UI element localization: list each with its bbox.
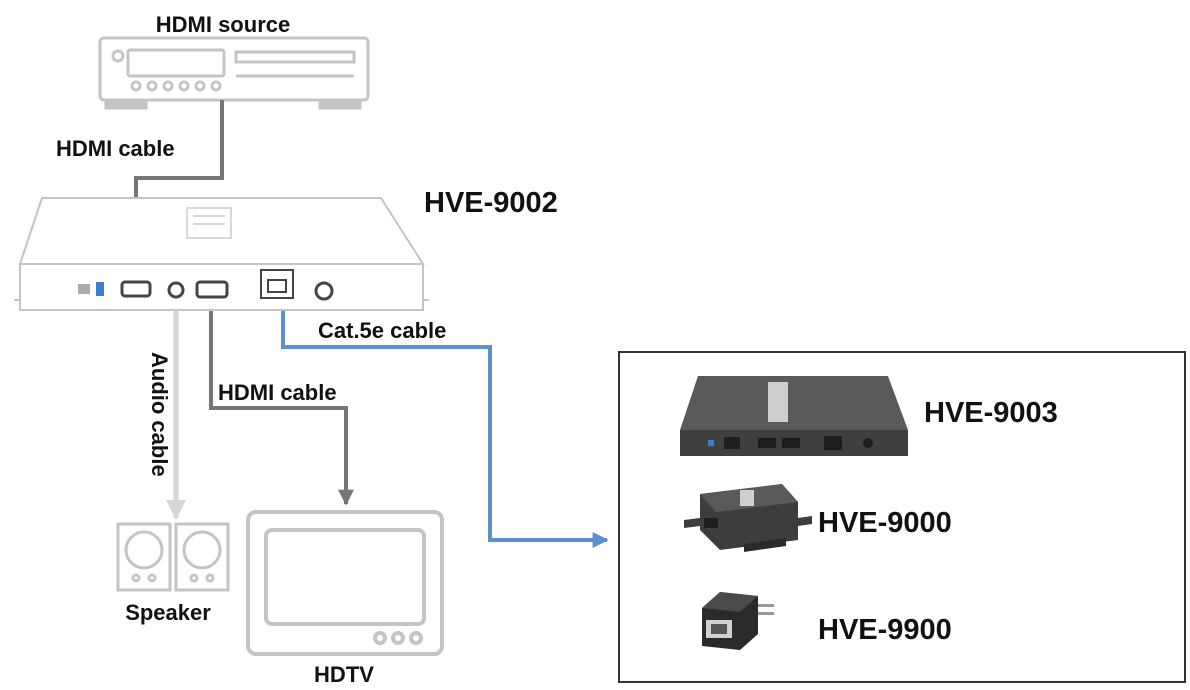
hve-9003-device-icon	[680, 376, 908, 456]
hve-9002-label: HVE-9002	[424, 187, 558, 219]
hve-9000-device-icon	[684, 484, 812, 552]
hdmi-source-device-icon	[98, 36, 370, 110]
hve-9002-device-icon	[14, 197, 429, 311]
receiver-label-hve-9003: HVE-9003	[924, 397, 1058, 429]
receiver-label-hve-9900: HVE-9900	[818, 614, 952, 646]
speaker-icon	[116, 522, 230, 592]
hdmi-cable-bottom-label: HDMI cable	[218, 380, 337, 405]
hdtv-icon	[246, 510, 444, 656]
hdmi-cable-bottom-line	[209, 304, 354, 506]
hdmi-cable-top-label: HDMI cable	[56, 136, 175, 161]
cat5e-cable-label: Cat.5e cable	[318, 318, 446, 343]
hdmi-source-label: HDMI source	[156, 12, 290, 37]
hdtv-label: HDTV	[314, 662, 374, 687]
speaker-label: Speaker	[125, 600, 211, 625]
audio-cable-label: Audio cable	[147, 352, 172, 477]
cat5e-cable-line	[281, 305, 609, 548]
hve-9900-device-icon	[702, 592, 774, 650]
receiver-label-hve-9000: HVE-9000	[818, 507, 952, 539]
